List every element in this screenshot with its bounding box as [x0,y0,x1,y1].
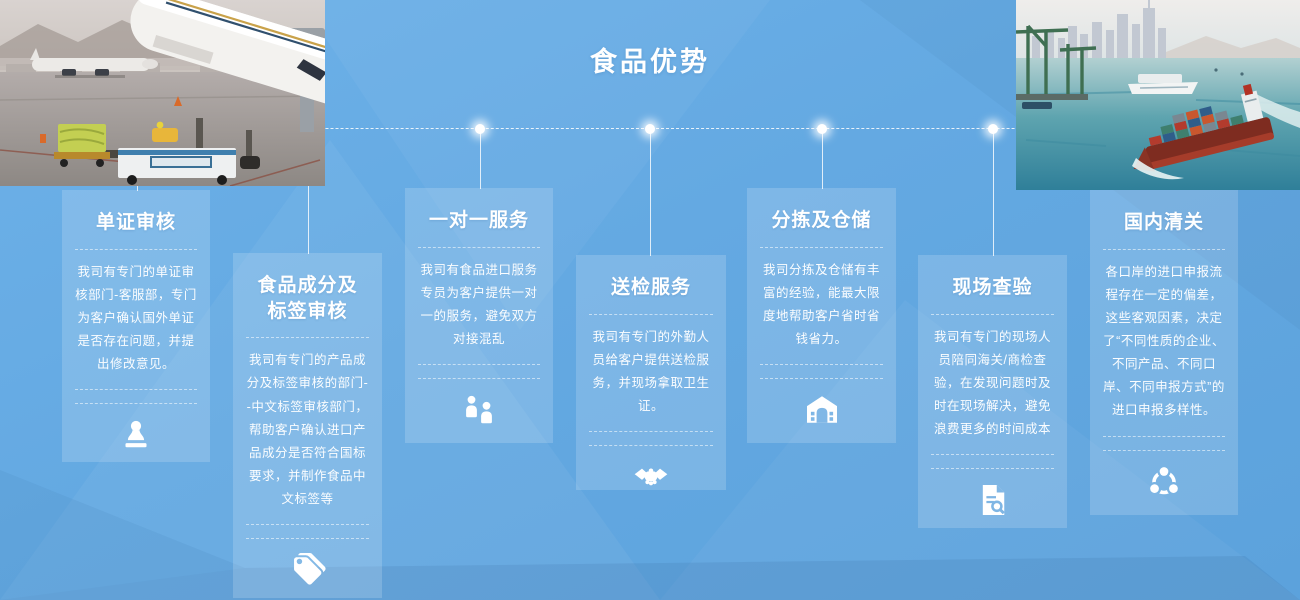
card-body: 我司有专门的外勤人员给客户提供送检服务，并现场拿取卫生证。 [592,329,710,414]
timeline-connector [308,129,309,254]
divider [246,524,369,526]
divider [75,248,197,250]
card-title: 现场查验 [952,277,1033,298]
card-body: 各口岸的进口申报流程存在一定的偏差，这些客观因素，决定了“不同性质的企业、不同产… [1103,264,1225,418]
card-one-on-one-service: 一对一服务 我司有食品进口服务专员为客户提供一对一的服务，避免双方对接混乱 [405,188,553,443]
card-ingredient-label-review: 食品成分及 标签审核 我司有专门的产品成分及标签审核的部门--中文标签审核部门，… [233,253,382,598]
card-title: 国内清关 [1123,212,1204,233]
divider [246,538,369,540]
divider [1103,248,1225,250]
divider [418,378,540,380]
card-onsite-inspection: 现场查验 我司有专门的现场人员陪同海关/商检查验，在发现问题时及时在现场解决，避… [918,255,1067,528]
divider [1103,450,1225,451]
card-domestic-customs-clearance: 国内清关 各口岸的进口申报流程存在一定的偏差，这些客观因素，决定了“不同性质的企… [1090,190,1238,515]
warehouse-icon [804,392,840,428]
divider [589,313,713,315]
card-title: 单证审核 [95,212,176,233]
card-body: 我司有食品进口服务专员为客户提供一对一的服务，避免双方对接混乱 [420,262,538,347]
card-body: 我司有专门的现场人员陪同海关/商检查验，在发现问题时及时在现场解决，避免浪费更多… [933,329,1051,437]
divider [931,468,1054,470]
divider [589,445,713,447]
timeline-connector [650,129,651,256]
divider [75,403,197,405]
container-ship-harbor-photo [1016,0,1300,190]
card-title: 一对一服务 [428,210,529,231]
timeline-connector [480,129,481,189]
divider [760,246,883,248]
timeline-dot [645,124,655,134]
divider [760,364,883,366]
divider [760,378,883,380]
timeline-dot [988,124,998,134]
tags-icon [290,552,326,588]
one-on-one-people-icon [461,392,497,428]
divider [931,454,1054,456]
section-title: 食品优势 [590,47,710,77]
handshake-icon [633,459,669,495]
divider [418,246,540,248]
document-search-icon [975,482,1011,518]
card-body: 我司有专门的单证审核部门-客服部，专门为客户确认国外单证是否存在问题，并提出修改… [75,264,197,372]
timeline-dot [475,124,485,134]
stamp-icon [118,417,154,453]
divider [589,431,713,433]
card-document-review: 单证审核 我司有专门的单证审核部门-客服部，专门为客户确认国外单证是否存在问题，… [62,190,210,462]
card-inspection-service: 送检服务 我司有专门的外勤人员给客户提供送检服务，并现场拿取卫生证。 [576,255,726,490]
timeline-dot [817,124,827,134]
timeline-connector [822,129,823,189]
share-network-icon [1146,464,1182,500]
divider [1103,435,1225,437]
card-body: 我司有专门的产品成分及标签审核的部门--中文标签审核部门，帮助客户确认进口产品成… [246,353,369,507]
divider [931,313,1054,315]
card-body: 我司分拣及仓储有丰富的经验，能最大限度地帮助客户省时省钱省力。 [762,262,880,347]
timeline-connector [993,129,994,256]
card-sorting-warehousing: 分拣及仓储 我司分拣及仓储有丰富的经验，能最大限度地帮助客户省时省钱省力。 [747,188,896,443]
card-title: 送检服务 [610,277,691,298]
card-title: 分拣及仓储 [771,210,872,231]
divider [75,389,197,391]
airport-cargo-loading-photo [0,0,325,186]
divider [246,337,369,339]
divider [418,364,540,366]
card-title: 食品成分及 标签审核 [257,275,358,322]
